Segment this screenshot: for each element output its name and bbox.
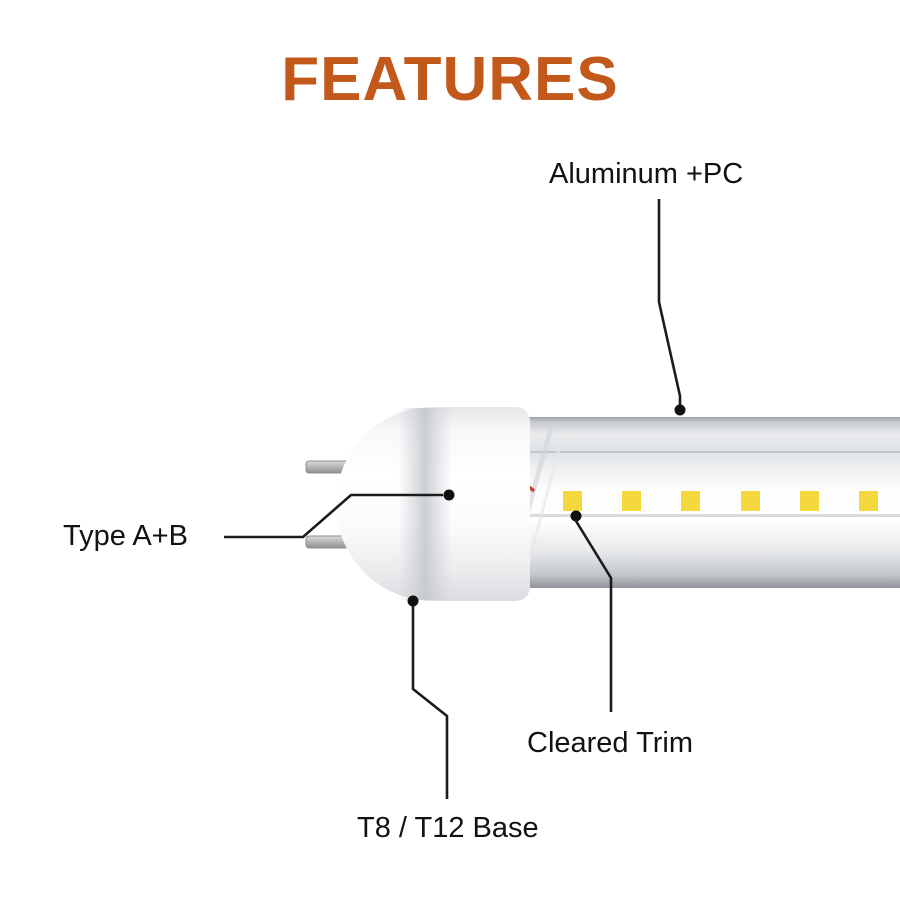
callout-line-aluminum-pc (657, 199, 682, 405)
glass-reflection (522, 437, 564, 581)
callout-dot-cleared-trim (570, 510, 582, 522)
led-chip (798, 489, 821, 513)
led-chip (561, 489, 584, 513)
end-cap-shading-band (398, 408, 452, 600)
callout-lines (224, 199, 682, 799)
aluminum-housing-edge (466, 451, 900, 453)
tube-body (466, 417, 900, 588)
callout-dots (407, 404, 686, 607)
callout-dot-type-ab (443, 489, 455, 501)
callout-label-aluminum-pc: Aluminum +PC (549, 158, 744, 190)
callout-line-type-ab (224, 493, 443, 539)
callout-line-cleared-trim (574, 520, 613, 712)
led-chip (739, 489, 762, 513)
callout-dot-t8-base (407, 595, 419, 607)
callout-label-t8-t12-base: T8 / T12 Base (357, 812, 539, 844)
callout-label-cleared-trim: Cleared Trim (527, 727, 693, 759)
led-chips (561, 489, 880, 513)
led-chip (620, 489, 643, 513)
callout-dot-aluminum-pc (674, 404, 686, 416)
callout-label-type-ab: Type A+B (63, 520, 188, 552)
led-chip (679, 489, 702, 513)
led-chip (857, 489, 880, 513)
end-cap (336, 407, 530, 601)
led-strip-shadow (520, 514, 900, 517)
callout-line-t8-base (411, 606, 449, 799)
page-title: FEATURES (281, 45, 619, 114)
